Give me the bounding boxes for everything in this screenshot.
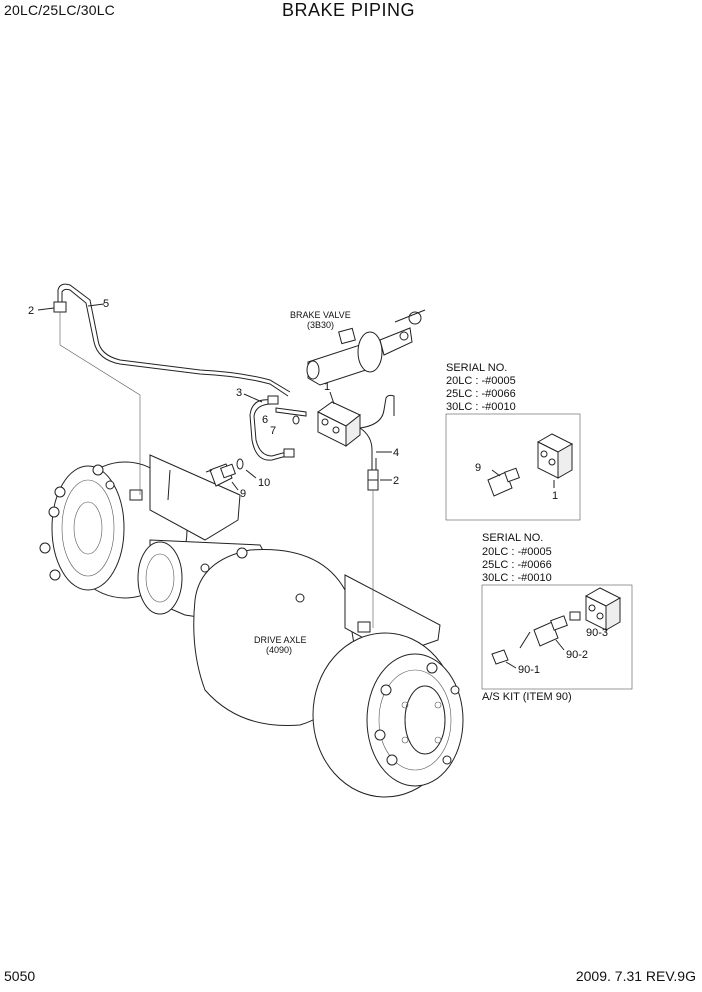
- brake-valve: [306, 309, 426, 386]
- callout-1: 1: [324, 381, 330, 393]
- callout-9: 9: [240, 488, 246, 500]
- brake-valve-label: BRAKE VALVE: [290, 310, 351, 320]
- block-1: [317, 401, 361, 448]
- as-kit-callout-90-1: 90-1: [518, 664, 540, 676]
- model-list: 20LC/25LC/30LC: [4, 2, 115, 18]
- drive-axle: [39, 454, 464, 798]
- stop-lamp-switch-9: [205, 463, 236, 487]
- as-kit-line-25lc: 25LC : -#0066: [482, 559, 552, 571]
- serial-heading: SERIAL NO.: [446, 362, 507, 374]
- callout-4: 4: [393, 447, 399, 459]
- as-kit-line-30lc: 30LC : -#0010: [482, 572, 552, 584]
- callout-2-left: 2: [28, 305, 34, 317]
- bolt-6: [275, 407, 307, 417]
- callout-2-right: 2: [393, 475, 399, 487]
- o-ring-10: [236, 458, 244, 470]
- fitting-2-right: [367, 479, 379, 491]
- washer-7: [292, 415, 300, 425]
- serial-callout-9: 9: [475, 462, 481, 474]
- drive-axle-ref: (4090): [266, 645, 292, 655]
- page-title: BRAKE PIPING: [282, 0, 416, 20]
- drive-axle-label: DRIVE AXLE: [254, 635, 307, 645]
- serial-line-25lc: 25LC : -#0066: [446, 388, 516, 400]
- date-revision: 2009. 7.31 REV.9G: [575, 968, 696, 984]
- callout-5: 5: [103, 298, 109, 310]
- brake-pipe-4: [359, 394, 395, 470]
- as-kit-callout-90-2: 90-2: [566, 649, 588, 661]
- callout-7: 7: [270, 425, 276, 437]
- brake-valve-ref: (3B30): [307, 320, 334, 330]
- fitting-2-left: [53, 301, 67, 313]
- serial-inset: SERIAL NO. 20LC : -#0005 25LC : -#0066 3…: [445, 362, 581, 521]
- brake-pipe-5: [57, 283, 291, 393]
- as-kit-inset: SERIAL NO. 20LC : -#0005 25LC : -#0066 3…: [481, 532, 633, 703]
- as-kit-line-20lc: 20LC : -#0005: [482, 546, 552, 558]
- serial-line-20lc: 20LC : -#0005: [446, 375, 516, 387]
- serial-line-30lc: 30LC : -#0010: [446, 401, 516, 413]
- as-kit-callout-90-3: 90-3: [586, 627, 608, 639]
- callout-6: 6: [262, 414, 268, 426]
- as-kit-heading: SERIAL NO.: [482, 532, 543, 544]
- serial-callout-1: 1: [552, 490, 558, 502]
- page-number: 5050: [4, 968, 36, 984]
- callout-3: 3: [236, 387, 242, 399]
- as-kit-caption: A/S KIT (ITEM 90): [482, 691, 572, 703]
- callout-10: 10: [258, 477, 270, 489]
